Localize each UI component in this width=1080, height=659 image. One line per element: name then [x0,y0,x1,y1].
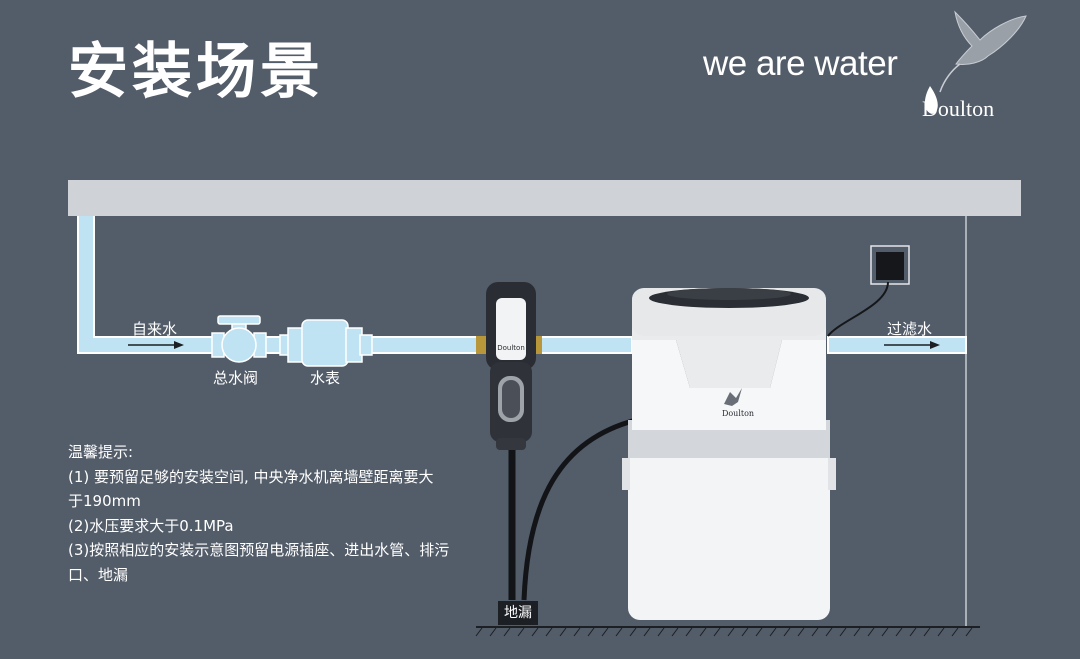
brand-slogan: we are water [703,44,898,83]
mid-pipe [539,336,633,354]
water-meter-label: 水表 [310,369,341,387]
svg-text:Doulton: Doulton [497,344,525,352]
kingfisher-water-drop-icon [924,10,1027,114]
power-socket [870,245,910,285]
power-cable [827,281,889,337]
drain-hose-softener [521,417,637,601]
svg-text:Doulton: Doulton [722,409,754,418]
floor-drain-label: 地漏 [498,601,538,625]
tips-line: 于190mm [68,492,141,510]
ground-hatch [475,627,973,637]
brand-name: Doulton [922,96,995,121]
tips-heading: 温馨提示: [68,443,134,461]
tips-line: 口、地漏 [68,565,129,584]
filtered-water-label: 过滤水 [887,320,933,338]
pre-filter: Doulton [476,282,542,450]
page-title: 安装场景 [68,37,324,107]
central-purifier: Doulton [622,288,836,620]
main-valve-label: 总水阀 [213,369,259,387]
main-valve [211,315,267,363]
tips-line: (3)按照相应的安装示意图预留电源插座、进出水管、排污 [68,541,450,559]
tips-panel: 温馨提示: (1) 要预留足够的安装空间, 中央净水机离墙壁距离要大 于190m… [68,440,458,587]
water-meter [279,319,373,367]
tap-water-label: 自来水 [132,320,178,338]
tips-line: (2)水压要求大于0.1MPa [68,516,234,535]
ceiling [68,180,1021,216]
tips-line: (1) 要预留足够的安装空间, 中央净水机离墙壁距离要大 [68,467,434,486]
